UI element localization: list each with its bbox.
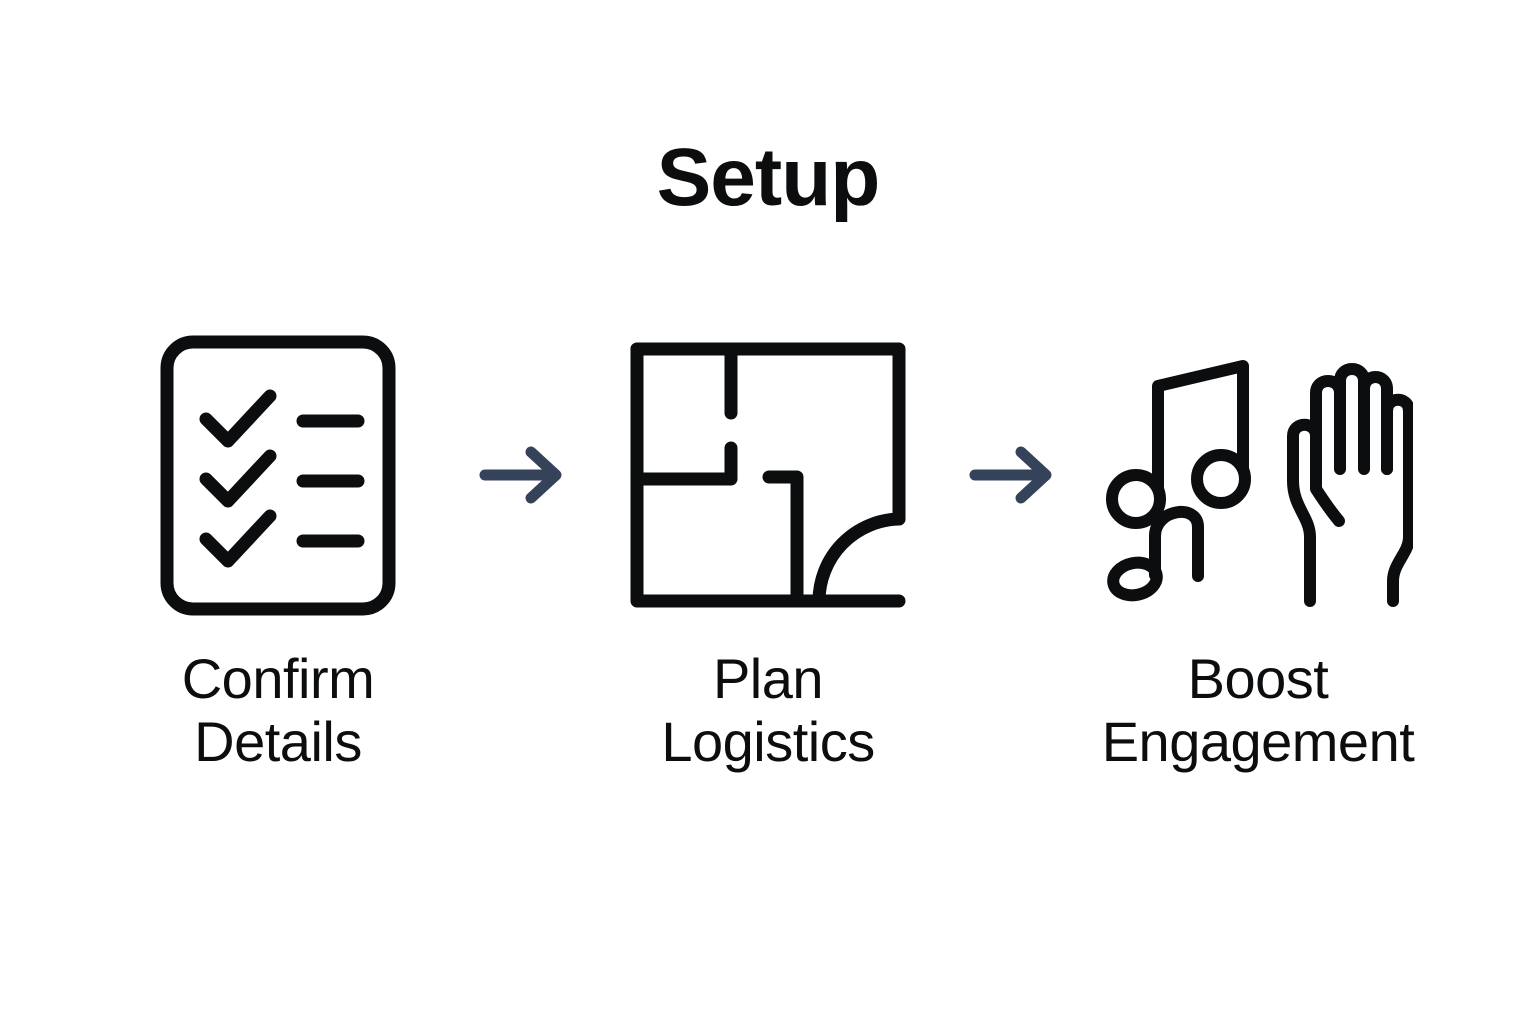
step-label: Confirm Details <box>181 647 375 773</box>
steps-row: Confirm Details <box>0 330 1536 773</box>
step-plan-logistics[interactable]: Plan Logistics <box>588 330 948 773</box>
step-label: Plan Logistics <box>661 647 875 773</box>
arrow-right-icon <box>479 446 562 504</box>
floor-plan-icon <box>629 330 907 620</box>
raised-hand-icon <box>1287 363 1413 607</box>
connector-2 <box>948 330 1078 620</box>
music-notes-raised-hand-icon <box>1103 330 1413 620</box>
step-confirm-details[interactable]: Confirm Details <box>98 330 458 773</box>
arrow-right-icon <box>969 446 1052 504</box>
step-label: Boost Engagement <box>1101 647 1415 773</box>
checklist-clipboard-icon <box>158 330 398 620</box>
music-note-single <box>1107 506 1204 602</box>
step-boost-engagement[interactable]: Boost Engagement <box>1078 330 1438 773</box>
connector-1 <box>458 330 588 620</box>
music-note-beamed <box>1106 360 1251 529</box>
page-title: Setup <box>656 132 881 223</box>
